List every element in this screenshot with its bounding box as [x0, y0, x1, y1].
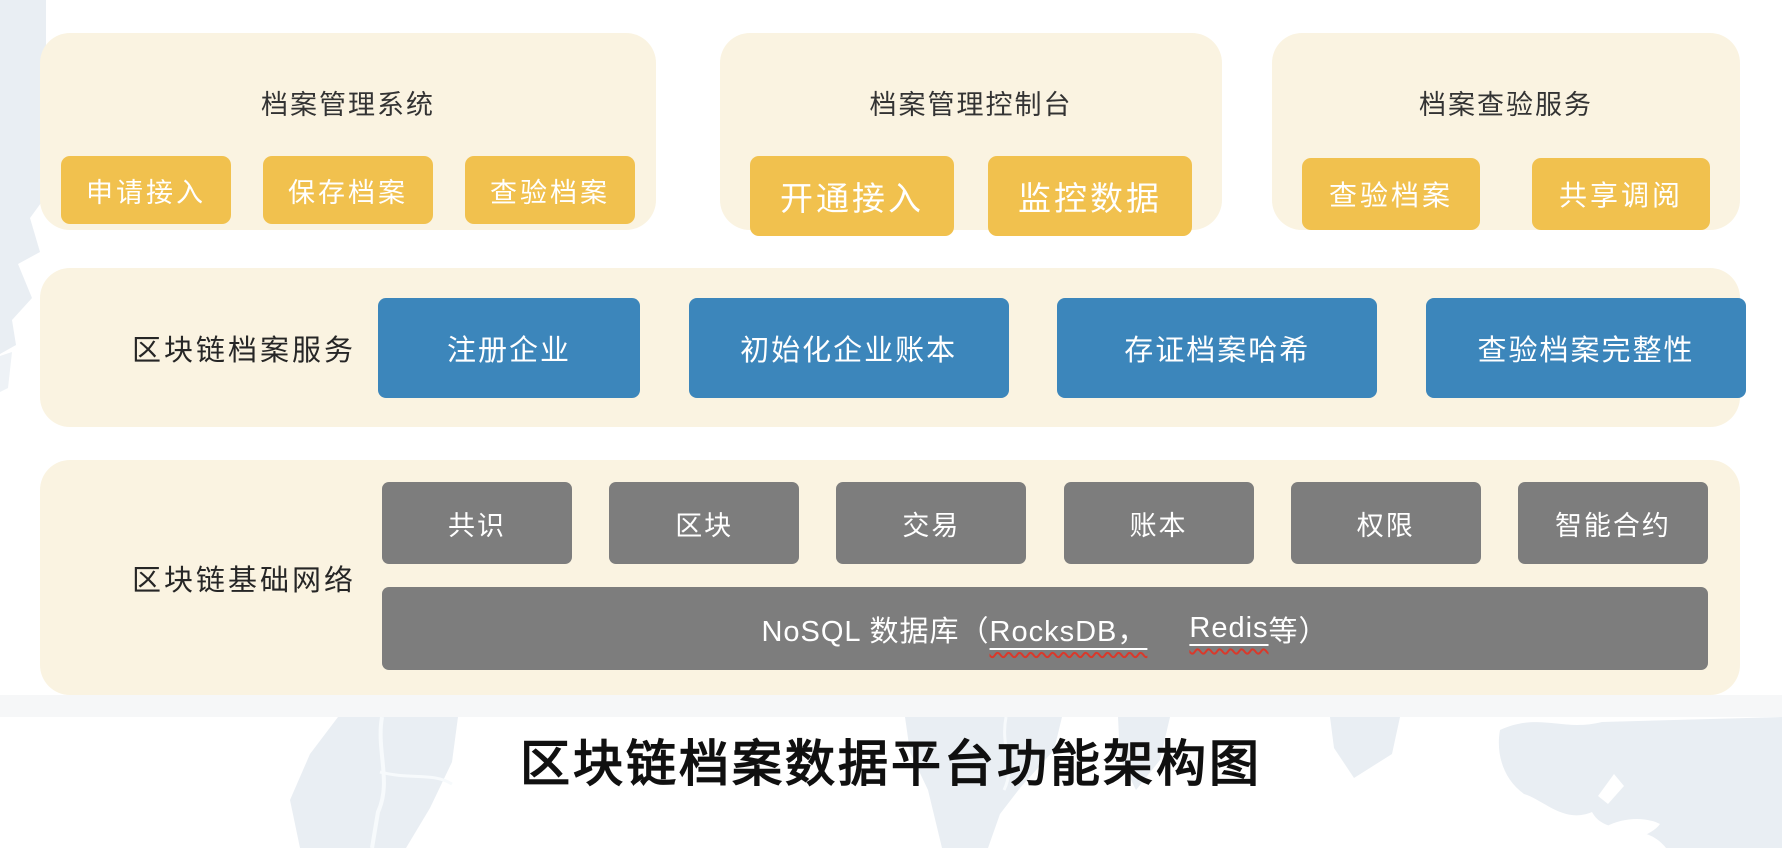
db-bar-suffix: 等）: [1268, 615, 1329, 648]
page-title: 区块链档案数据平台功能架构图: [520, 736, 1262, 792]
enable-access-tag: 开通接入: [750, 156, 954, 236]
permission-module: 权限: [1290, 482, 1481, 564]
layer-label: 区块链档案服务: [132, 334, 357, 367]
save-archive-tag: 保存档案: [263, 156, 433, 224]
service-button-row: 注册企业 初始化企业账本 存证档案哈希 查验档案完整性: [378, 298, 1746, 398]
register-enterprise-box: 注册企业: [378, 298, 640, 398]
rocksdb-label: RocksDB，: [989, 615, 1148, 648]
tag-row: 开通接入 监控数据: [720, 156, 1222, 236]
db-bar-prefix: NoSQL 数据库（: [761, 615, 990, 648]
layer-label: 区块链基础网络: [132, 564, 357, 597]
blockchain-base-network-layer: 区块链基础网络 共识 区块 交易 账本 权限 智能合约 NoSQL 数据库（Ro…: [40, 460, 1740, 695]
verify-archive-integrity-box: 查验档案完整性: [1425, 298, 1746, 398]
blockchain-archive-service-layer: 区块链档案服务 注册企业 初始化企业账本 存证档案哈希 查验档案完整性: [40, 268, 1746, 427]
init-enterprise-ledger-box: 初始化企业账本: [688, 298, 1009, 398]
ledger-module: 账本: [1063, 482, 1254, 564]
panel-title: 档案管理控制台: [869, 90, 1073, 120]
verify-archive-tag: 查验档案: [1301, 158, 1480, 230]
smart-contract-module: 智能合约: [1517, 482, 1708, 564]
archive-management-console-panel: 档案管理控制台 开通接入 监控数据: [720, 33, 1222, 236]
network-module-row: 共识 区块 交易 账本 权限 智能合约: [382, 482, 1708, 564]
transaction-module: 交易: [836, 482, 1027, 564]
redis-label-underline: Redis: [1189, 612, 1268, 645]
panel-title: 档案管理系统: [261, 90, 435, 120]
verify-archive-tag: 查验档案: [465, 156, 635, 224]
apply-access-tag: 申请接入: [61, 156, 231, 224]
tag-row: 查验档案 共享调阅: [1272, 158, 1740, 230]
store-archive-hash-box: 存证档案哈希: [1057, 298, 1378, 398]
consensus-module: 共识: [382, 482, 572, 564]
nosql-database-bar: NoSQL 数据库（RocksDB， Redis 等）: [382, 587, 1708, 670]
redis-label: Redis: [1189, 612, 1269, 644]
rocksdb-label-underline: RocksDB，: [990, 608, 1148, 650]
footer-divider-strip: [0, 695, 1782, 717]
block-module: 区块: [609, 482, 800, 564]
share-retrieval-tag: 共享调阅: [1532, 158, 1711, 230]
monitor-data-tag: 监控数据: [988, 156, 1192, 236]
archive-verification-service-panel: 档案查验服务 查验档案 共享调阅: [1272, 33, 1740, 230]
archive-management-system-panel: 档案管理系统 申请接入 保存档案 查验档案: [40, 33, 656, 230]
panel-title: 档案查验服务: [1419, 90, 1593, 120]
tag-row: 申请接入 保存档案 查验档案: [40, 156, 656, 224]
